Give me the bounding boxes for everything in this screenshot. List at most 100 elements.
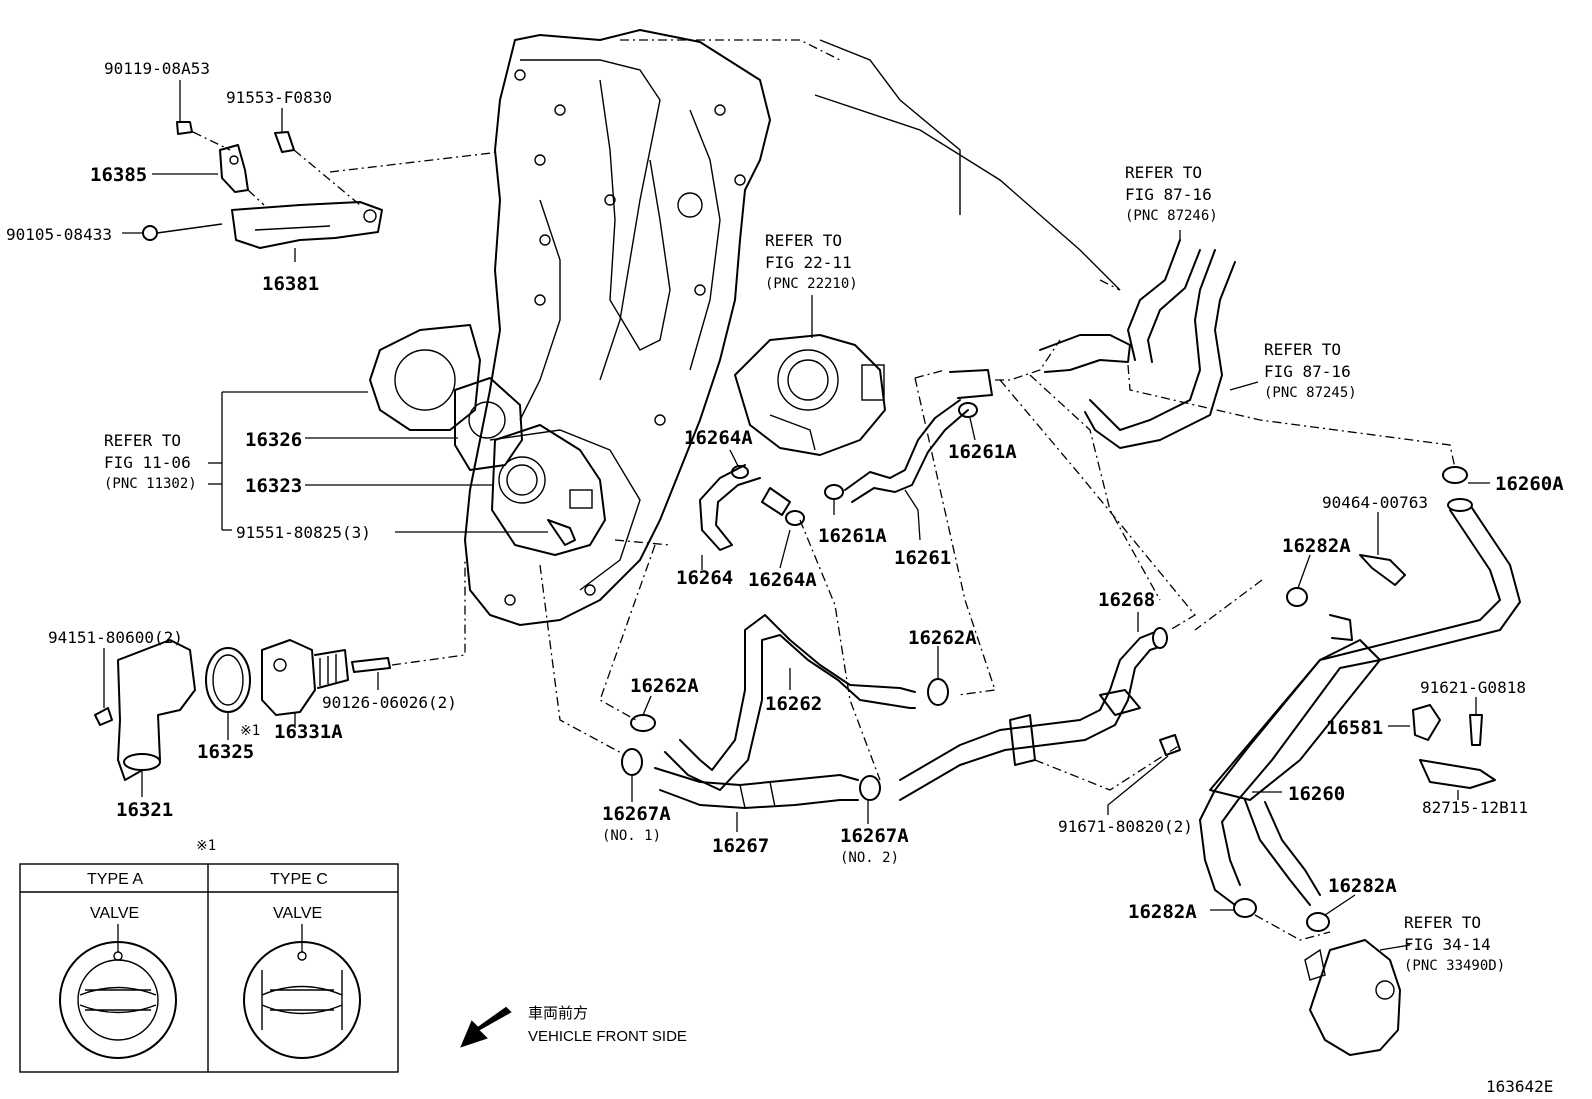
front-direction-arrow-icon <box>460 1006 512 1048</box>
label-90105: 90105-08433 <box>6 225 112 244</box>
clamp-16267A-no2 <box>859 775 881 801</box>
svg-text:(PNC 87245): (PNC 87245) <box>1264 385 1357 401</box>
label-16267A-no1: 16267A <box>602 803 671 825</box>
bolt-91671 <box>1159 734 1181 756</box>
valve-label-c: VALVE <box>273 905 322 922</box>
svg-text:(PNC 87246): (PNC 87246) <box>1125 208 1218 224</box>
bracket-16381 <box>231 201 383 249</box>
label-16267: 16267 <box>712 835 769 857</box>
hose-16261 <box>844 369 993 503</box>
label-91553: 91553-F0830 <box>226 88 332 107</box>
hose-16262 <box>664 614 916 791</box>
bolt-90105 <box>142 223 223 241</box>
label-91551: 91551-80825(3) <box>236 523 371 542</box>
clamp-16264A-bottom <box>785 510 805 526</box>
svg-text:FIG 22-11: FIG 22-11 <box>765 253 852 272</box>
thermostat-type-table: ※1 TYPE A TYPE C VALVE VALVE <box>19 838 399 1073</box>
ref-fig87-top: REFER TO FIG 87-16 (PNC 87246) <box>1125 163 1218 224</box>
gasket-16325 <box>205 647 251 713</box>
label-16326: 16326 <box>245 429 302 451</box>
label-16581: 16581 <box>1326 717 1383 739</box>
svg-text:REFER TO: REFER TO <box>104 431 181 450</box>
label-16267A-no2: 16267A <box>840 825 909 847</box>
svg-text:FIG 11-06: FIG 11-06 <box>104 453 191 472</box>
note-mark: ※1 <box>240 723 260 739</box>
label-16262: 16262 <box>765 693 822 715</box>
label-16261A-mid: 16261A <box>818 525 887 547</box>
label-16267A-no2-note: (NO. 2) <box>840 850 899 866</box>
clamp-16261A-mid <box>824 484 844 500</box>
oil-cooler <box>1304 939 1401 1056</box>
ref-fig34: REFER TO FIG 34-14 (PNC 33490D) <box>1404 913 1505 974</box>
vehicle-front-indicator: 車両前方 VEHICLE FRONT SIDE <box>460 1004 687 1048</box>
clamp-16282A-left <box>1233 898 1257 918</box>
table-header-type-c: TYPE C <box>270 871 328 888</box>
bolt-90119 <box>176 121 193 135</box>
direction-label-en: VEHICLE FRONT SIDE <box>528 1028 687 1045</box>
bracket-16581 <box>1412 704 1441 741</box>
label-16262A-right: 16262A <box>908 627 977 649</box>
clamp-16264A-top <box>731 465 749 479</box>
pipe-16260 <box>1199 498 1521 906</box>
clamp-16261A-top <box>958 402 978 418</box>
label-90119: 90119-08A53 <box>104 59 210 78</box>
label-16260: 16260 <box>1288 783 1345 805</box>
clamp-16262A-right <box>927 678 949 706</box>
direction-label-jp: 車両前方 <box>528 1004 588 1022</box>
bolt-91551 <box>547 519 576 546</box>
label-16264: 16264 <box>676 567 733 589</box>
svg-text:FIG 34-14: FIG 34-14 <box>1404 935 1491 954</box>
figure-code: 163642E <box>1486 1077 1553 1096</box>
table-header-type-a: TYPE A <box>87 871 143 888</box>
svg-text:REFER TO: REFER TO <box>1404 913 1481 932</box>
water-inlet-16321 <box>94 639 196 781</box>
part-labels: 90119-08A53 91553-F0830 16385 90105-0843… <box>6 59 1564 923</box>
thermostat-type-c-drawing <box>243 924 361 1059</box>
label-16267A-no1-note: (NO. 1) <box>602 828 661 844</box>
label-16331A: 16331A <box>274 721 343 743</box>
hose-16264 <box>699 464 791 551</box>
pipe-16268 <box>899 627 1168 801</box>
clamp-90464 <box>1359 554 1406 586</box>
hose-87246 <box>1039 239 1201 373</box>
label-16261A-top: 16261A <box>948 441 1017 463</box>
ref-fig22: REFER TO FIG 22-11 (PNC 22210) <box>765 231 858 292</box>
throttle-body <box>734 334 886 456</box>
clamp-16282A-right <box>1306 912 1330 932</box>
svg-text:REFER TO: REFER TO <box>1125 163 1202 182</box>
bracket-82715 <box>1419 759 1496 789</box>
clamp-16267A-no1 <box>621 748 643 776</box>
gasket-16326 <box>454 377 523 471</box>
ref-fig11: REFER TO FIG 11-06 (PNC 11302) <box>104 431 197 492</box>
svg-text:(PNC 22210): (PNC 22210) <box>765 276 858 292</box>
table-note-mark: ※1 <box>196 838 216 854</box>
label-16282A-left: 16282A <box>1128 901 1197 923</box>
thermostat-type-a-drawing <box>59 924 177 1059</box>
label-16282A-right: 16282A <box>1328 875 1397 897</box>
water-inlet-housing-16323 <box>491 424 606 556</box>
phantom-lines <box>539 39 1456 941</box>
label-16268: 16268 <box>1098 589 1155 611</box>
label-16282A-top: 16282A <box>1282 535 1351 557</box>
label-16323: 16323 <box>245 475 302 497</box>
label-90464: 90464-00763 <box>1322 493 1428 512</box>
valve-label-a: VALVE <box>90 905 139 922</box>
label-16264A-bottom: 16264A <box>748 569 817 591</box>
svg-text:FIG 87-16: FIG 87-16 <box>1264 362 1351 381</box>
label-91671: 91671-80820(2) <box>1058 817 1193 836</box>
label-94151: 94151-80600(2) <box>48 628 183 647</box>
svg-text:FIG 87-16: FIG 87-16 <box>1125 185 1212 204</box>
clamp-16282A-top <box>1286 587 1308 607</box>
label-16381: 16381 <box>262 273 319 295</box>
label-82715: 82715-12B11 <box>1422 798 1528 817</box>
svg-text:(PNC 33490D): (PNC 33490D) <box>1404 958 1505 974</box>
hose-87245 <box>1084 249 1236 449</box>
label-16262A-left: 16262A <box>630 675 699 697</box>
svg-text:REFER TO: REFER TO <box>1264 340 1341 359</box>
clamp-16262A-left <box>630 714 656 732</box>
ref-fig87-mid: REFER TO FIG 87-16 (PNC 87245) <box>1264 340 1357 401</box>
hose-16267 <box>654 767 859 809</box>
bracket-16385 <box>219 144 249 193</box>
label-91621: 91621-G0818 <box>1420 678 1526 697</box>
label-16385: 16385 <box>90 164 147 186</box>
